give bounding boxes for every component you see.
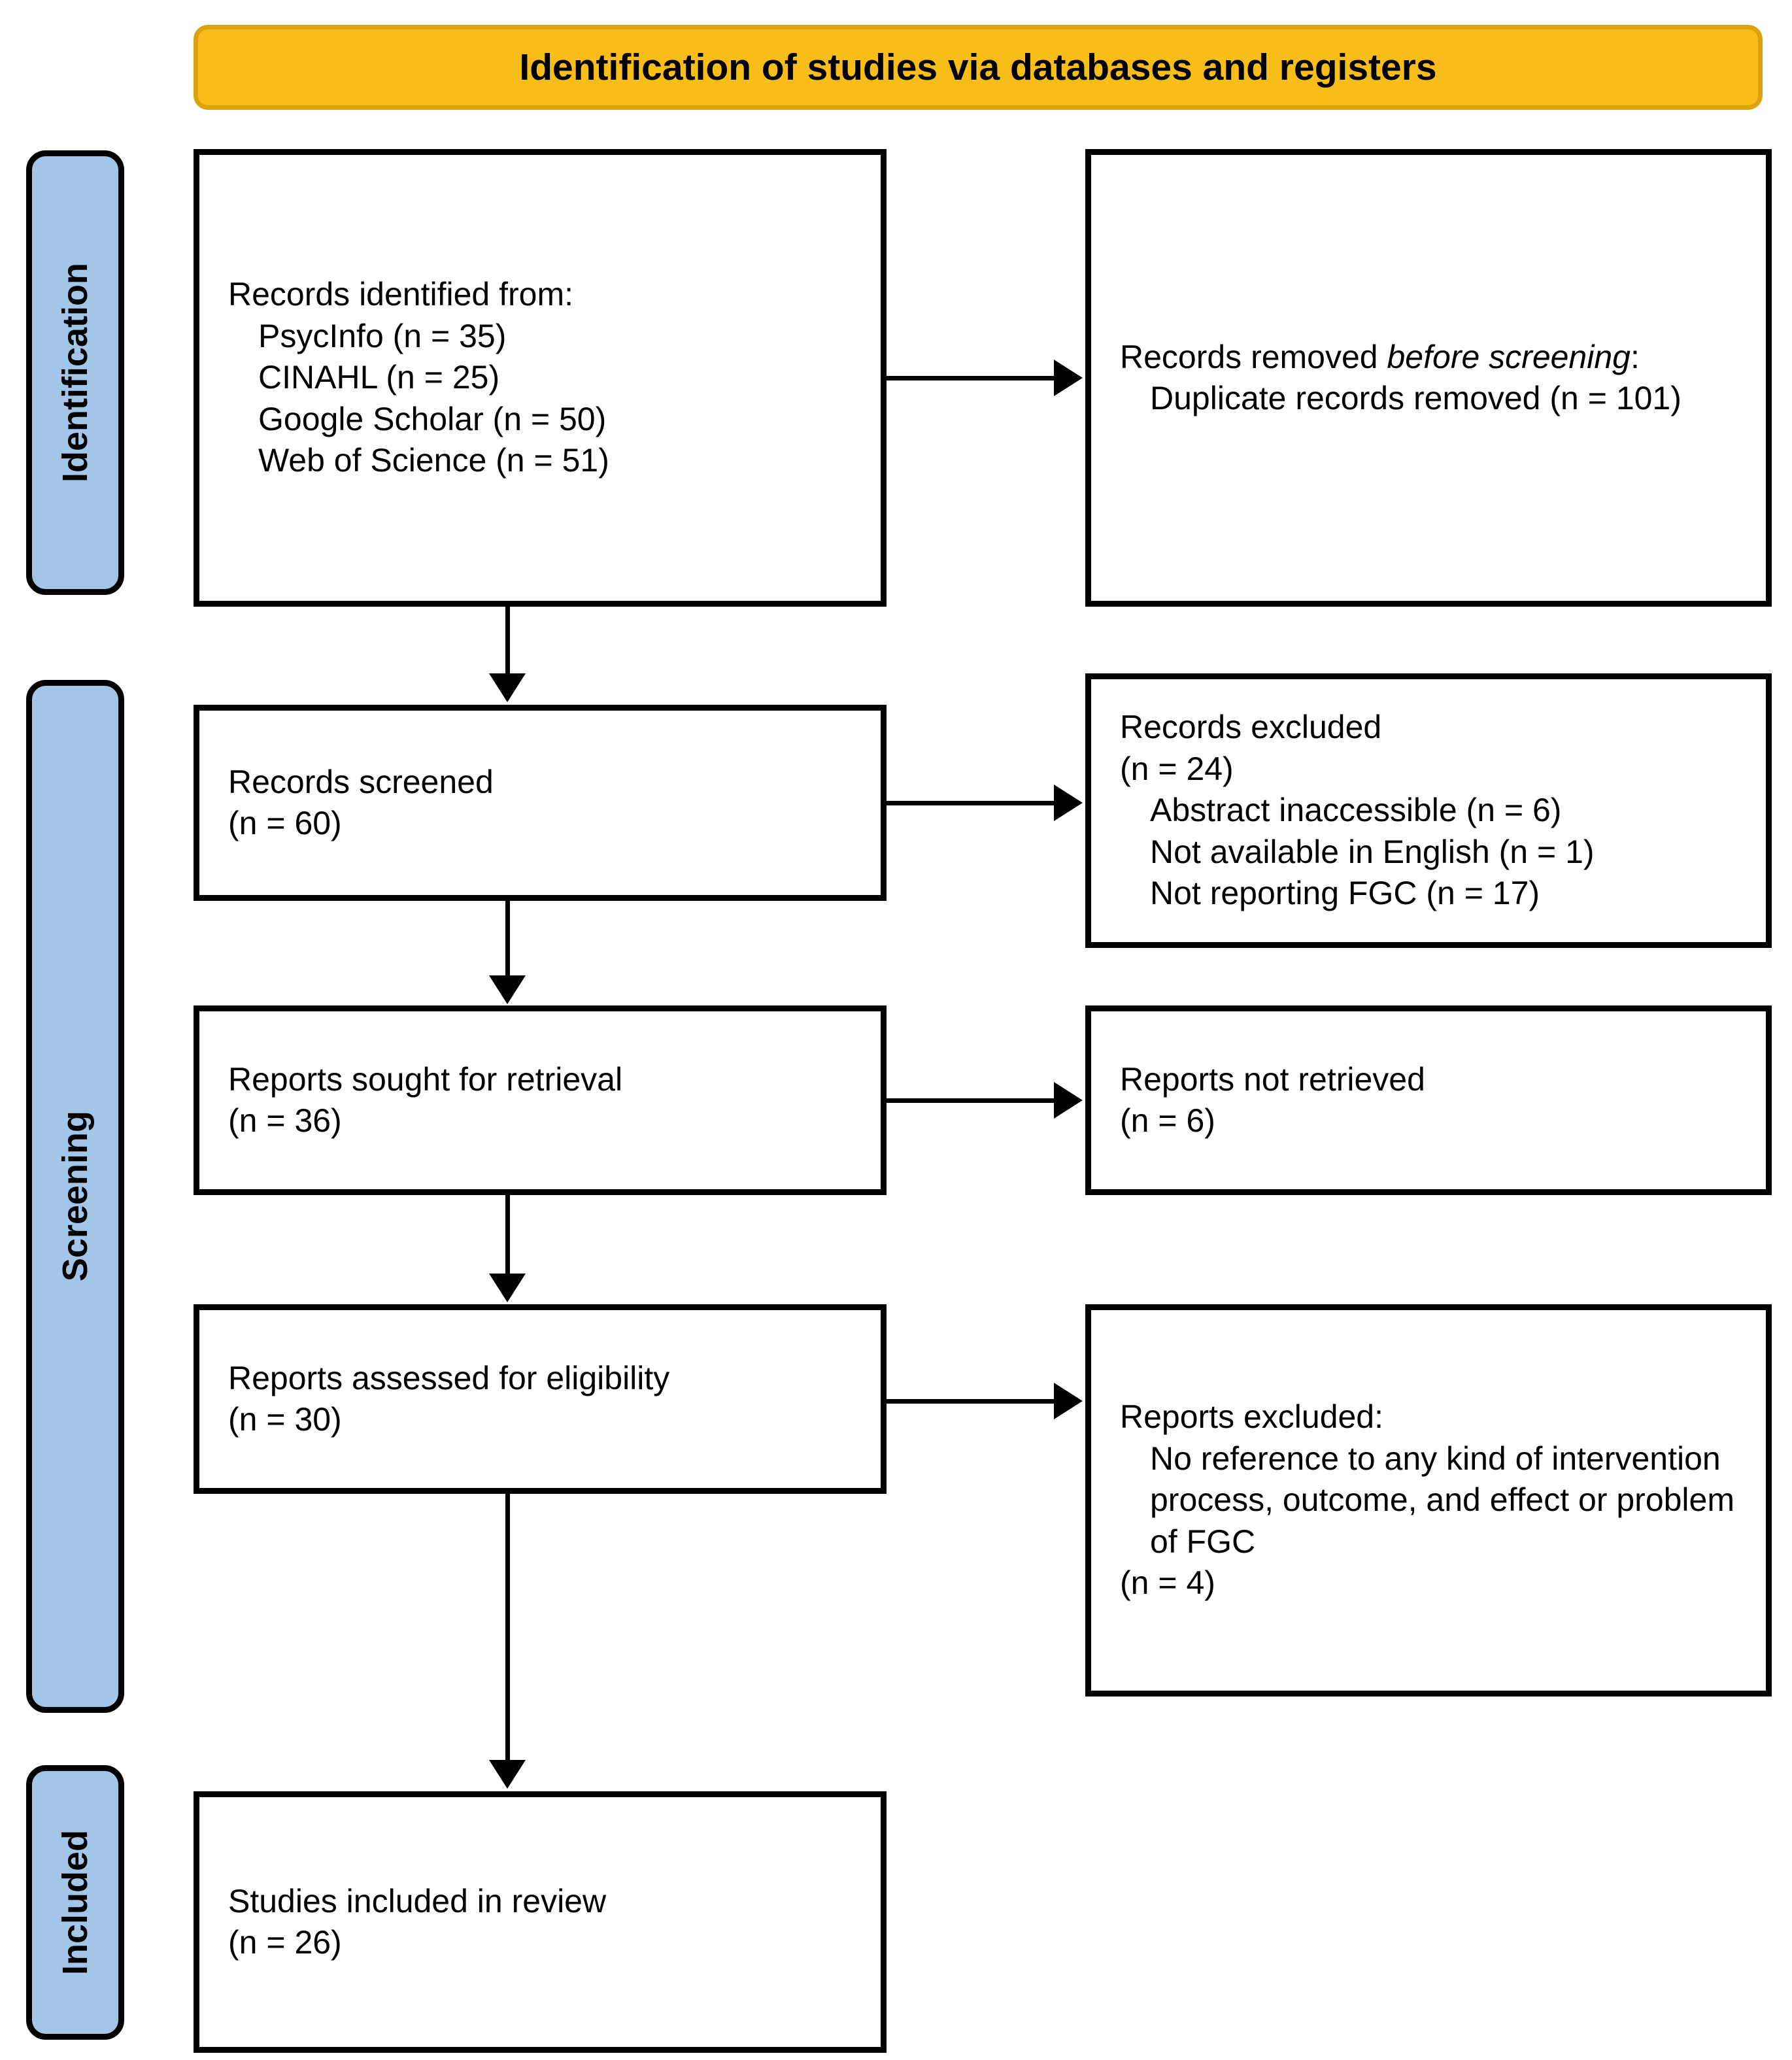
records-identified-source-psycinfo: PsycInfo (n = 35) [258, 317, 507, 354]
connector-sought-to-not-retrieved-arrow [1054, 1082, 1083, 1119]
records-excluded-count: (n = 24) [1120, 750, 1234, 787]
connector-identified-to-screened-arrow [489, 673, 526, 702]
records-removed-title: Records removed before screening: [1120, 337, 1737, 379]
studies-included-title: Studies included in review [228, 1882, 607, 1919]
connector-sought-to-not-retrieved-line [887, 1098, 1057, 1103]
records-removed-duplicates: Duplicate records removed (n = 101) [1150, 380, 1682, 416]
connector-screened-to-excluded-line [887, 801, 1057, 805]
records-excluded-reason-abstract: Abstract inaccessible (n = 6) [1150, 792, 1562, 829]
box-reports-not-retrieved: Reports not retrieved (n = 6) [1085, 1005, 1772, 1195]
stage-label-included: Included [26, 1765, 124, 2040]
connector-assessed-to-included-line [505, 1494, 510, 1762]
reports-excluded-reason: No reference to any kind of intervention… [1150, 1440, 1744, 1560]
box-studies-included: Studies included in review (n = 26) [194, 1791, 887, 2053]
connector-identified-to-removed-arrow [1054, 360, 1083, 396]
records-removed-title-italic: before screening [1387, 338, 1631, 375]
records-removed-title-pre: Records removed [1120, 338, 1387, 375]
box-reports-assessed: Reports assessed for eligibility (n = 30… [194, 1304, 887, 1494]
records-screened-count: (n = 60) [228, 805, 342, 841]
connector-sought-to-assessed-arrow [489, 1274, 526, 1302]
reports-excluded-title: Reports excluded: [1120, 1398, 1384, 1436]
connector-assessed-to-reports-excluded-line [887, 1399, 1057, 1404]
banner-title: Identification of studies via databases … [519, 46, 1437, 88]
records-excluded-reason-english: Not available in English (n = 1) [1150, 833, 1595, 870]
records-identified-title: Records identified from: [228, 276, 574, 313]
connector-identified-to-removed-line [887, 376, 1057, 380]
reports-excluded-count: (n = 4) [1120, 1564, 1215, 1602]
box-records-screened: Records screened (n = 60) [194, 705, 887, 901]
connector-assessed-to-reports-excluded-arrow [1054, 1383, 1083, 1419]
reports-sought-count: (n = 36) [228, 1102, 342, 1139]
reports-sought-title: Reports sought for retrieval [228, 1060, 623, 1098]
reports-not-retrieved-count: (n = 6) [1120, 1102, 1215, 1139]
stage-label-identification: Identification [26, 150, 124, 595]
box-records-removed: Records removed before screening: Duplic… [1085, 149, 1772, 607]
connector-sought-to-assessed-line [505, 1195, 510, 1275]
reports-not-retrieved-title: Reports not retrieved [1120, 1060, 1425, 1098]
records-identified-source-google-scholar: Google Scholar (n = 50) [258, 400, 607, 437]
stage-label-screening: Screening [26, 680, 124, 1713]
box-reports-excluded: Reports excluded: No reference to any ki… [1085, 1304, 1772, 1697]
box-records-identified: Records identified from: PsycInfo (n = 3… [194, 149, 887, 607]
records-screened-title: Records screened [228, 763, 494, 800]
stage-label-included-text: Included [56, 1829, 95, 1975]
records-identified-source-web-of-science: Web of Science (n = 51) [258, 442, 609, 479]
records-excluded-reason-fgc: Not reporting FGC (n = 17) [1150, 875, 1540, 912]
box-records-excluded: Records excluded (n = 24) Abstract inacc… [1085, 673, 1772, 948]
reports-assessed-title: Reports assessed for eligibility [228, 1359, 670, 1396]
connector-identified-to-screened-line [505, 607, 510, 676]
connector-assessed-to-included-arrow [489, 1760, 526, 1789]
box-reports-sought: Reports sought for retrieval (n = 36) [194, 1005, 887, 1195]
records-identified-source-cinahl: CINAHL (n = 25) [258, 359, 500, 396]
records-excluded-title: Records excluded [1120, 709, 1382, 746]
stage-label-identification-text: Identification [56, 263, 95, 482]
stage-label-screening-text: Screening [56, 1111, 95, 1282]
connector-screened-to-sought-arrow [489, 975, 526, 1004]
reports-assessed-count: (n = 30) [228, 1401, 342, 1438]
connector-screened-to-sought-line [505, 901, 510, 978]
diagram-banner: Identification of studies via databases … [194, 25, 1763, 110]
records-removed-title-post: : [1630, 338, 1640, 375]
studies-included-count: (n = 26) [228, 1924, 342, 1961]
connector-screened-to-excluded-arrow [1054, 785, 1083, 821]
